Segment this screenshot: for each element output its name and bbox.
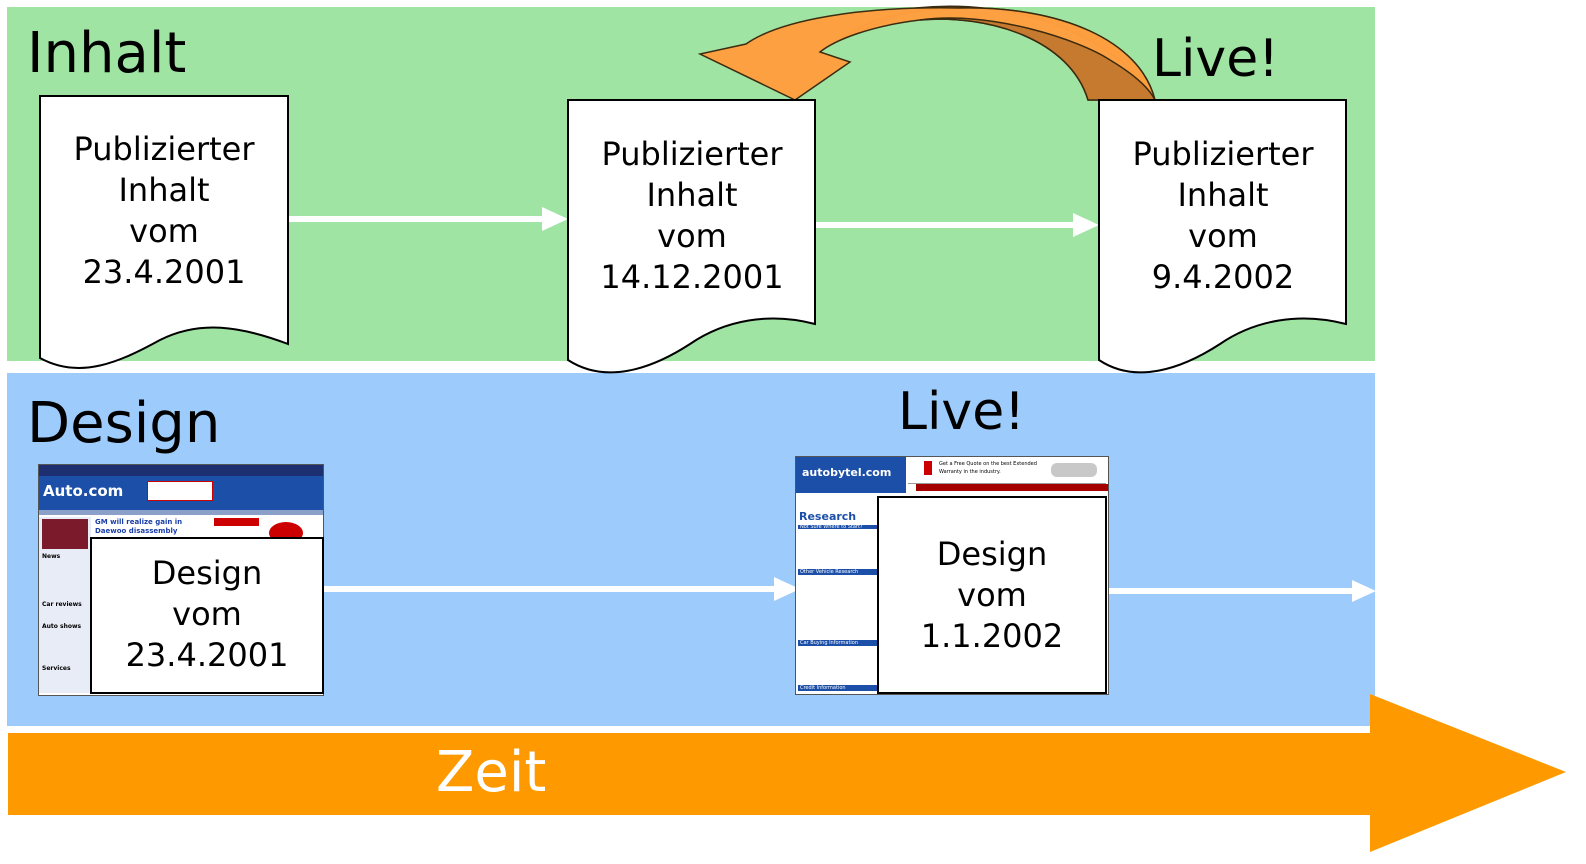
design-arrow-2 [1106,580,1376,602]
screenshot-1-logo: Auto.com [43,482,124,500]
content-arrow-1 [289,207,568,231]
screenshot-1-sidebar-3: Auto shows [42,623,82,630]
screenshot-2-sidebar-4: Credit Information [800,685,846,691]
design-1-line-1: Design [151,554,263,592]
timeline-label: Zeit [436,740,547,805]
document-2-line-1: Publizierter [601,135,783,173]
document-2-line-4: 14.12.2001 [600,258,784,296]
document-shape-1 [39,95,289,369]
document-3-line-4: 9.4.2002 [1151,258,1295,296]
design-lane-label: Design [27,391,221,456]
document-shape-2 [567,99,816,374]
content-lane-label: Inhalt [27,21,187,86]
screenshot-2-banner: Get a Free Quote on the best Extended Wa… [939,461,1037,475]
design-live-label: Live! [898,382,1026,442]
feedback-arrow [697,5,1157,101]
screenshot-1-sidebar-2: Car reviews [42,601,82,608]
design-1-line-3: 23.4.2001 [125,636,289,674]
document-3-line-2: Inhalt [1177,176,1269,214]
design-1-text: Design vom 23.4.2001 [92,553,322,676]
screenshot-1-headline: GM will realize gain in Daewoo disassemb… [95,518,183,535]
screenshot-2-logo: autobytel.com [802,466,892,479]
screenshot-2-sidebar-2: Other Vehicle Research [800,569,859,575]
document-1-line-2: Inhalt [118,171,210,209]
design-2-line-2: vom [957,576,1027,614]
document-2-text: Publizierter Inhalt vom 14.12.2001 [572,134,812,298]
document-1-text: Publizierter Inhalt vom 23.4.2001 [44,129,284,293]
design-2-text: Design vom 1.1.2002 [879,534,1105,657]
design-2-line-3: 1.1.2002 [920,617,1064,655]
document-3-line-1: Publizierter [1132,135,1314,173]
screenshot-1-sidebar-1: News [42,553,61,560]
design-box-2 [877,496,1107,694]
design-1-line-2: vom [172,595,242,633]
document-shape-3 [1098,99,1347,374]
document-1-line-4: 23.4.2001 [82,253,246,291]
document-2-line-2: Inhalt [646,176,738,214]
content-live-label: Live! [1152,29,1280,89]
screenshot-1-sidebar-4: Services [42,665,71,672]
screenshot-2-heading: Research [799,510,857,523]
document-1-line-3: vom [129,212,199,250]
document-3-text: Publizierter Inhalt vom 9.4.2002 [1103,134,1343,298]
screenshot-2-sidebar-1: Not Sure Where to Start? [800,524,863,530]
content-arrow-2 [815,213,1099,237]
design-box-1 [90,537,324,694]
document-1-line-1: Publizierter [73,130,255,168]
design-2-line-1: Design [936,535,1048,573]
document-2-line-3: vom [657,217,727,255]
design-arrow-1 [322,577,800,601]
screenshot-2-sidebar-3: Car Buying Information [800,640,859,646]
document-3-line-3: vom [1188,217,1258,255]
